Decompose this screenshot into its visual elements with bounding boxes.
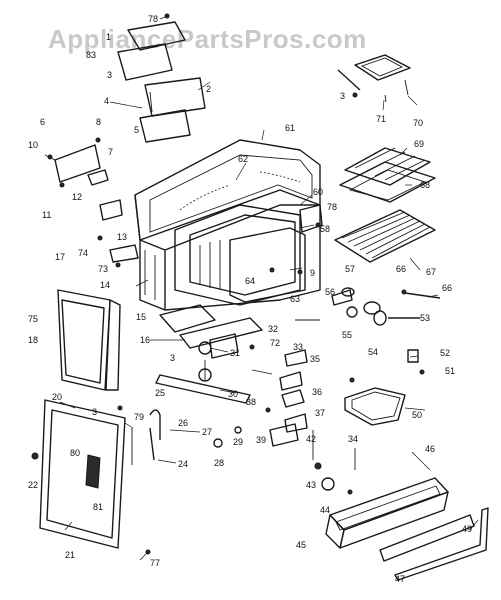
callout-label: 32 (268, 324, 278, 334)
callout-label: 81 (93, 502, 103, 512)
callout-label: 31 (230, 348, 240, 358)
callout-label: 24 (178, 459, 188, 469)
callout-label: 28 (214, 458, 224, 468)
callout-label: 79 (134, 412, 144, 422)
callout-label: 67 (426, 267, 436, 277)
callout-label: 7 (108, 147, 113, 157)
callout-label: 74 (78, 248, 88, 258)
callout-label: 3 (92, 407, 97, 417)
callout-label: 29 (233, 437, 243, 447)
callout-label: 38 (246, 397, 256, 407)
callout-label: 15 (136, 312, 146, 322)
callout-label: 55 (342, 330, 352, 340)
callout-label: 68 (420, 180, 430, 190)
callout-label: 22 (28, 480, 38, 490)
callout-label: 3 (340, 91, 345, 101)
callout-label: 36 (312, 387, 322, 397)
callout-label: 73 (98, 264, 108, 274)
bake-element (344, 377, 406, 426)
oven-rack (334, 209, 441, 299)
oven-liner (174, 204, 323, 306)
callout-label: 35 (310, 354, 320, 364)
oven-body (134, 139, 321, 311)
callout-label: 34 (348, 434, 358, 444)
callout-label: 26 (178, 418, 188, 428)
callout-label: 21 (65, 550, 75, 560)
callout-label: 20 (52, 392, 62, 402)
callout-label: 61 (285, 123, 295, 133)
oven-door (31, 289, 151, 555)
callout-label: 64 (245, 276, 255, 286)
callout-label: 50 (412, 410, 422, 420)
callout-label: 16 (140, 335, 150, 345)
callout-label: 25 (155, 388, 165, 398)
callout-label: 39 (256, 435, 266, 445)
callout-label: 46 (425, 444, 435, 454)
callout-label: 53 (420, 313, 430, 323)
callout-label: 4 (104, 96, 109, 106)
callout-label: 42 (306, 434, 316, 444)
callout-label: 37 (315, 408, 325, 418)
watermark-text: AppliancePartsPros.com (48, 24, 367, 54)
callout-label: 12 (72, 192, 82, 202)
callout-label: 60 (313, 187, 323, 197)
igniter-parts (331, 287, 425, 375)
top-right-parts (337, 54, 411, 103)
callout-label: 13 (117, 232, 127, 242)
callout-label: 30 (228, 389, 238, 399)
broiler-drawer (325, 477, 489, 581)
callout-label: 54 (368, 347, 378, 357)
callout-label: 66 (442, 283, 452, 293)
callout-label: 62 (238, 154, 248, 164)
callout-label: 27 (202, 427, 212, 437)
side-panel-parts (97, 199, 139, 268)
callout-label: 45 (296, 540, 306, 550)
callout-label: 78 (148, 14, 158, 24)
callout-label: 72 (270, 338, 280, 348)
callout-label: 52 (440, 348, 450, 358)
callout-label: 17 (55, 252, 65, 262)
callout-label: 2 (206, 84, 211, 94)
callout-label: 58 (320, 224, 330, 234)
burner-box-parts (159, 304, 320, 391)
callout-label: 63 (290, 294, 300, 304)
hinge-bracket-parts (44, 137, 109, 188)
callout-labels: 78 1 83 3 4 2 5 6 8 10 7 12 11 13 74 73 … (28, 14, 472, 584)
callout-label: 71 (376, 114, 386, 124)
callout-label: 10 (28, 140, 38, 150)
callout-label: 69 (414, 139, 424, 149)
callout-label: 11 (42, 210, 51, 220)
callout-label: 47 (395, 574, 405, 584)
callout-label: 43 (306, 480, 316, 490)
callout-label: 75 (28, 314, 38, 324)
callout-label: 51 (445, 366, 455, 376)
callout-label: 3 (107, 70, 112, 80)
callout-label: 1 (106, 32, 111, 42)
callout-label: 56 (325, 287, 335, 297)
callout-label: 66 (396, 264, 406, 274)
callout-label: 9 (310, 268, 315, 278)
callout-label: 5 (134, 125, 139, 135)
burner-rod-parts (149, 360, 251, 461)
callout-label: 33 (293, 342, 303, 352)
callout-label: 14 (100, 280, 110, 290)
callout-label: 83 (86, 50, 96, 60)
callout-label: 3 (170, 353, 175, 363)
callout-label: 44 (320, 505, 330, 515)
callout-label: 78 (327, 202, 337, 212)
valve-parts (265, 389, 356, 491)
callout-label: 6 (40, 117, 45, 127)
broiler-pan (339, 147, 436, 203)
leader-lines (59, 15, 479, 561)
callout-label: 57 (345, 264, 355, 274)
callout-label: 80 (70, 448, 80, 458)
top-bracket-parts (117, 13, 206, 143)
callout-label: 49 (462, 524, 472, 534)
callout-label: 70 (413, 118, 423, 128)
callout-label: 8 (96, 117, 101, 127)
callout-label: 77 (150, 558, 160, 568)
callout-label: 18 (28, 335, 38, 345)
